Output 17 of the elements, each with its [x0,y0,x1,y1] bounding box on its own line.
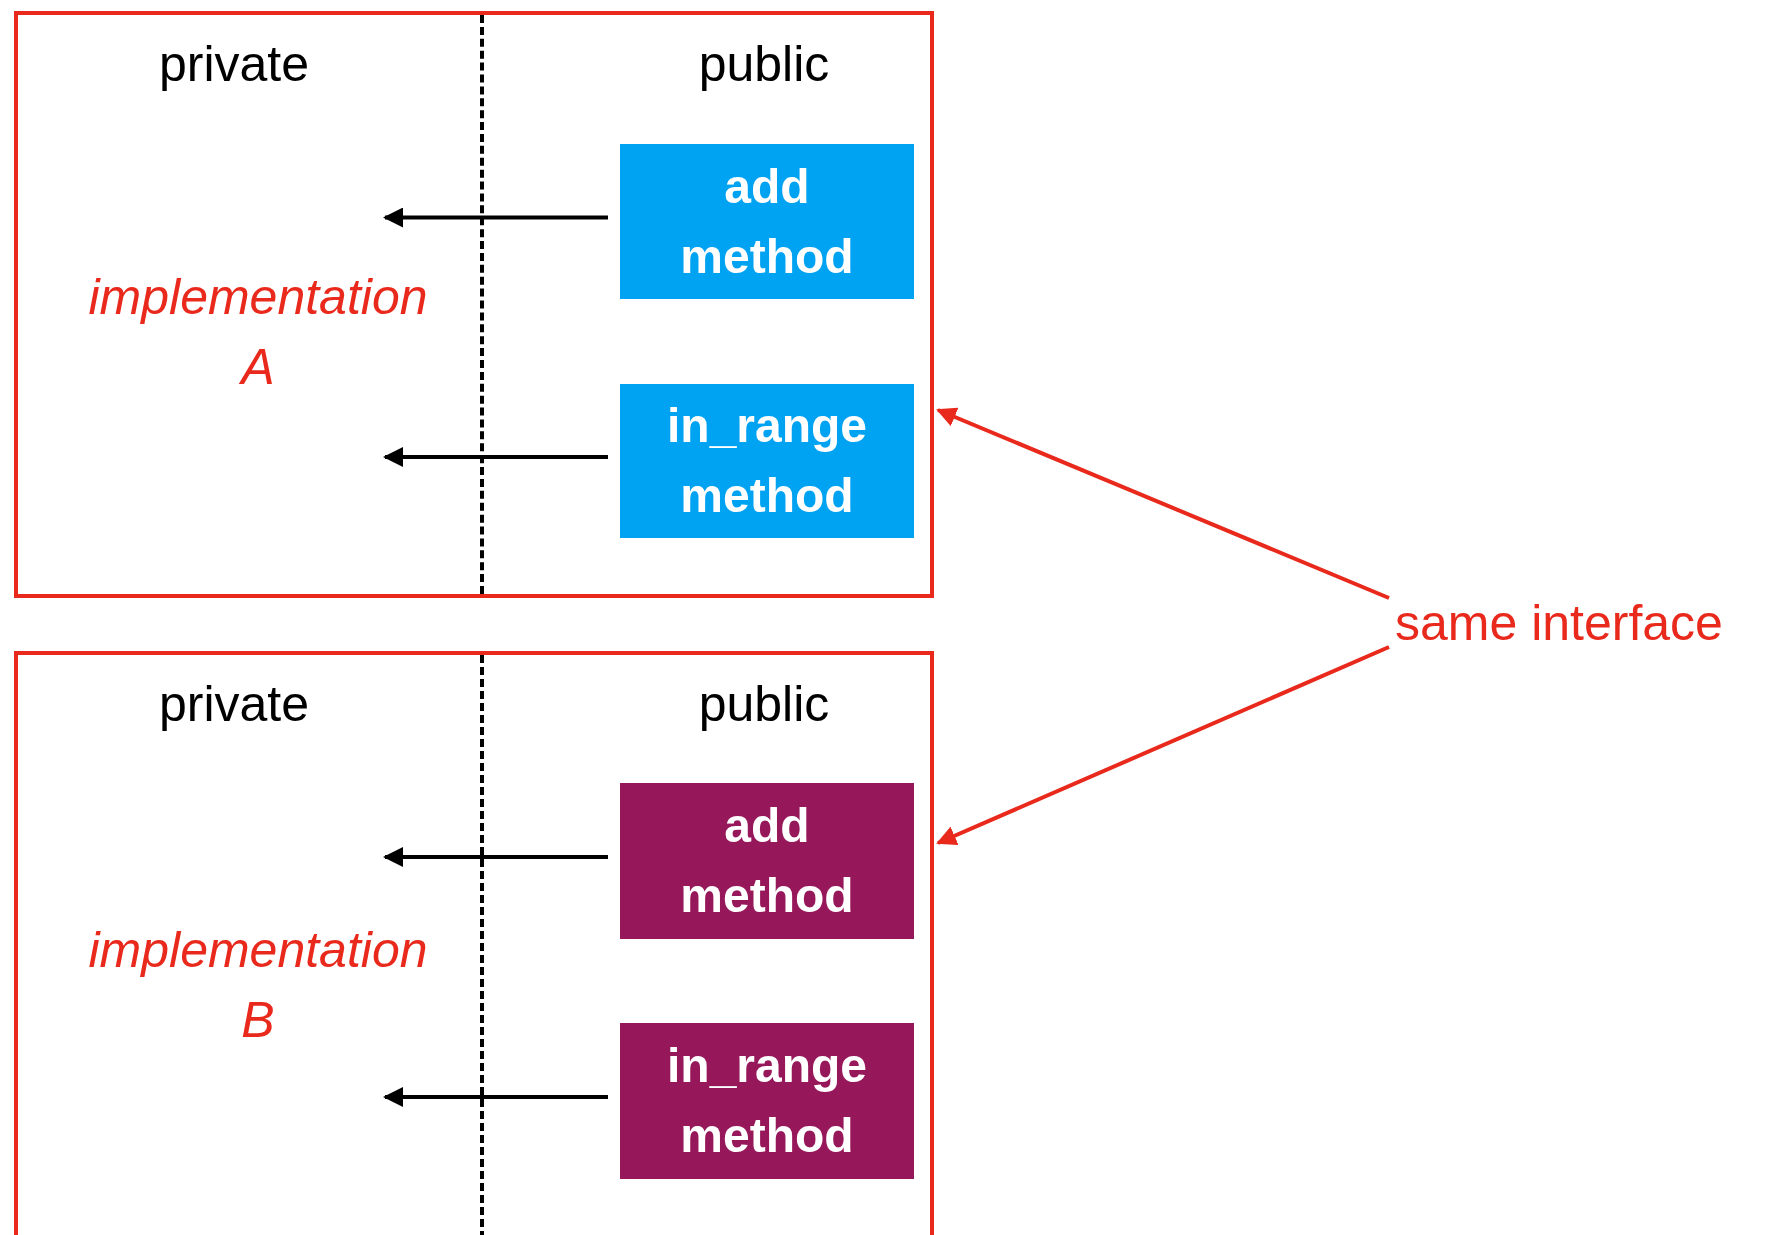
callout-text: same interface [1395,590,1765,655]
arrow [936,645,1390,845]
section-heading: private [157,679,311,729]
section-heading: public [697,679,831,729]
class-panel [14,11,934,598]
method-box: add method [620,783,914,939]
arrow [383,447,608,467]
arrow [936,407,1390,600]
method-box: in_range method [620,1023,914,1179]
arrow [383,207,608,228]
arrow [383,1087,608,1107]
method-box: in_range method [620,384,914,538]
arrow [383,847,608,867]
section-heading: public [697,39,831,89]
class-panel [14,651,934,1235]
section-heading: private [157,39,311,89]
method-box: add method [620,144,914,299]
